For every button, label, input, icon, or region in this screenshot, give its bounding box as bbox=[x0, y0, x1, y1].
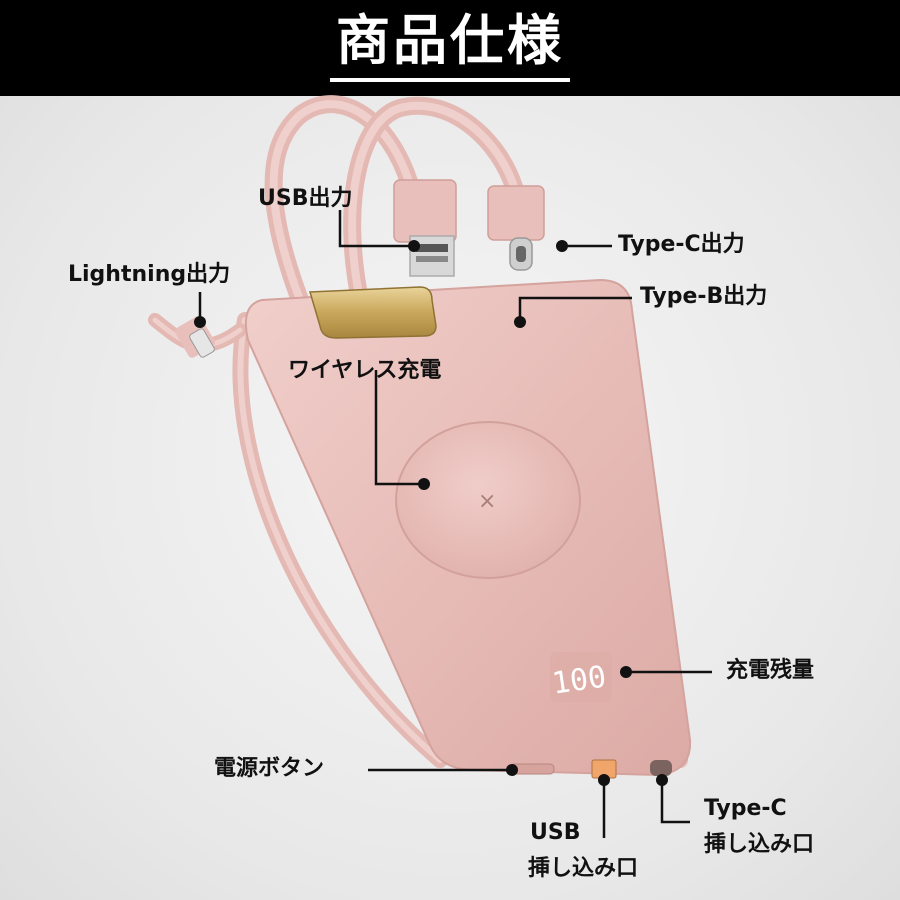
battery-display: 100 bbox=[550, 652, 612, 702]
cable-usb bbox=[264, 95, 419, 309]
dot-usb-out bbox=[408, 240, 420, 252]
label-typeb-out: Type-B出力 bbox=[640, 284, 768, 309]
dot-wireless bbox=[418, 478, 430, 490]
dot-usb-in bbox=[598, 774, 610, 786]
cable-lightning bbox=[148, 312, 448, 768]
label-typec-in-1: Type-C bbox=[704, 796, 787, 821]
bottom-ports bbox=[509, 759, 672, 779]
leader-lines bbox=[198, 210, 712, 838]
label-wireless: ワイヤレス充電 bbox=[288, 358, 442, 383]
label-usb-in-1: USB bbox=[530, 820, 581, 845]
dot-battery bbox=[620, 666, 632, 678]
dot-power-button bbox=[506, 764, 518, 776]
label-typec-out: Type-C出力 bbox=[618, 232, 745, 257]
svg-text:×: × bbox=[478, 489, 496, 514]
dot-typec-in bbox=[656, 774, 668, 786]
dot-typeb bbox=[514, 316, 526, 328]
typec-plug bbox=[487, 185, 545, 271]
dot-lightning bbox=[194, 316, 206, 328]
wireless-pad: × bbox=[395, 421, 581, 579]
label-typec-in-2: 挿し込み口 bbox=[704, 832, 815, 857]
label-lightning-out: Lightning出力 bbox=[68, 262, 231, 287]
label-usb-in-2: 挿し込み口 bbox=[528, 856, 639, 881]
cable-typec bbox=[343, 96, 524, 309]
battery-readout: 100 bbox=[550, 660, 609, 702]
label-power-button: 電源ボタン bbox=[214, 756, 325, 781]
label-usb-out: USB出力 bbox=[258, 186, 353, 211]
header-bar: 商品仕様 bbox=[0, 0, 900, 96]
page-title: 商品仕様 bbox=[336, 9, 564, 72]
dot-typec-out bbox=[556, 240, 568, 252]
title-underline bbox=[330, 78, 570, 82]
usb-a-plug bbox=[393, 179, 457, 277]
label-battery-level: 充電残量 bbox=[726, 658, 815, 683]
